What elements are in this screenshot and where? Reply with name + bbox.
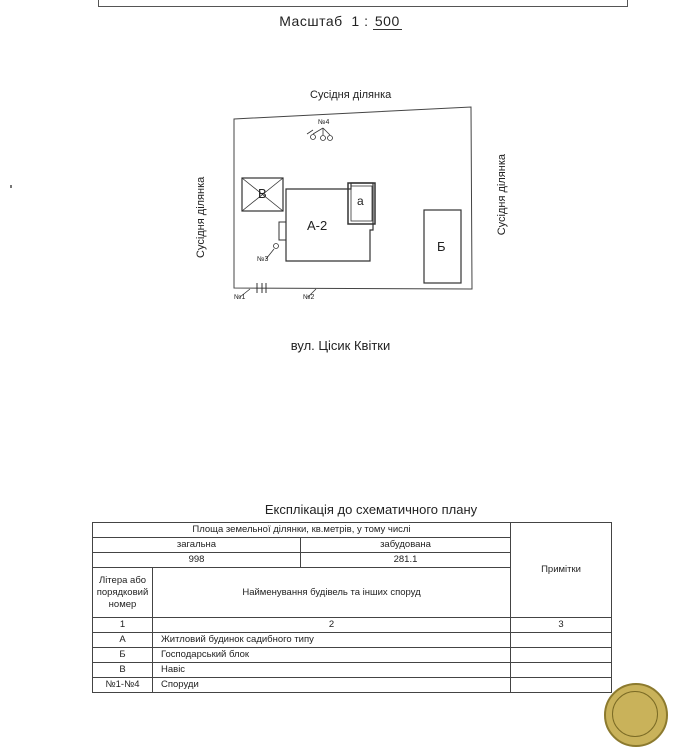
row-note xyxy=(510,677,613,693)
neighbor-top-label: Сусідня ділянка xyxy=(310,89,392,101)
row-note xyxy=(510,662,613,678)
table-row: загальна забудована xyxy=(92,537,612,553)
table-row: 1 2 3 xyxy=(92,617,613,633)
label-n4: №4 xyxy=(318,119,330,126)
explication-title: Експлікація до схематичного плану xyxy=(264,502,478,517)
table-row: Літера або порядковий номер Найменування… xyxy=(92,567,612,618)
row-note xyxy=(510,632,613,648)
col-number-1: 1 xyxy=(92,617,153,633)
table-row: №1-№4 Споруди xyxy=(92,677,613,693)
row-letter: Б xyxy=(92,647,153,663)
scale-prefix: 1 : xyxy=(351,13,369,29)
building-annex-a xyxy=(347,182,376,225)
scale-value: 500 xyxy=(372,13,402,30)
official-seal-ring xyxy=(612,691,658,737)
label-n2: №2 xyxy=(303,294,315,301)
row-name: Житловий будинок садибного типу xyxy=(151,632,512,648)
row-letter: В xyxy=(92,662,153,678)
label-n3: №3 xyxy=(257,256,269,263)
structure-n4-mark xyxy=(306,127,333,141)
explication-table: Площа земельної ділянки, кв.метрів, у то… xyxy=(91,522,613,693)
label-block-b: Б xyxy=(437,239,446,254)
row-letter: №1-№4 xyxy=(92,677,153,693)
parcel-boundary xyxy=(233,106,473,290)
neighbor-left-label: Сусідня ділянка xyxy=(195,176,207,258)
total-label: загальна xyxy=(92,537,301,553)
building-block-b xyxy=(423,209,462,284)
built-value: 281.1 xyxy=(299,552,512,568)
col-number-2: 2 xyxy=(151,617,512,633)
top-frame xyxy=(98,0,628,7)
neighbor-right-label: Сусідня ділянка xyxy=(496,154,508,236)
label-shed-v: В xyxy=(258,186,267,201)
row-name: Споруди xyxy=(151,677,512,693)
notes-header: Примітки xyxy=(510,522,613,618)
name-header: Найменування будівель та інших споруд xyxy=(151,567,512,618)
col-number-3: 3 xyxy=(510,617,613,633)
street-name: вул. Цісик Квітки xyxy=(290,338,391,353)
area-header: Площа земельної ділянки, кв.метрів, у то… xyxy=(91,522,512,538)
table-row: Б Господарський блок xyxy=(92,647,613,663)
row-note xyxy=(510,647,613,663)
porch xyxy=(278,221,286,241)
table-row: Площа земельної ділянки, кв.метрів, у то… xyxy=(91,522,613,618)
structure-n1-mark xyxy=(239,283,267,298)
label-n1: №1 xyxy=(234,294,246,301)
site-plan xyxy=(233,106,473,298)
table-row: А Житловий будинок садибного типу xyxy=(92,632,613,648)
row-letter: А xyxy=(92,632,153,648)
label-main-a2: А-2 xyxy=(307,218,328,233)
scale-label: Масштаб xyxy=(279,13,343,29)
structure-n2-leader xyxy=(307,288,317,298)
scan-speck xyxy=(10,185,12,188)
total-value: 998 xyxy=(92,552,301,568)
scale-line: Масштаб 1 : 500 xyxy=(0,13,681,30)
structure-n3-mark xyxy=(273,243,279,249)
table-row: В Навіс xyxy=(92,662,613,678)
letter-header: Літера або порядковий номер xyxy=(92,567,153,618)
table-row: 998 281.1 xyxy=(92,552,612,568)
row-name: Господарський блок xyxy=(151,647,512,663)
label-annex-a: а xyxy=(357,194,364,208)
structure-n3-leader xyxy=(265,248,275,260)
row-name: Навіс xyxy=(151,662,512,678)
building-shed-v xyxy=(241,177,284,212)
built-label: забудована xyxy=(299,537,512,553)
